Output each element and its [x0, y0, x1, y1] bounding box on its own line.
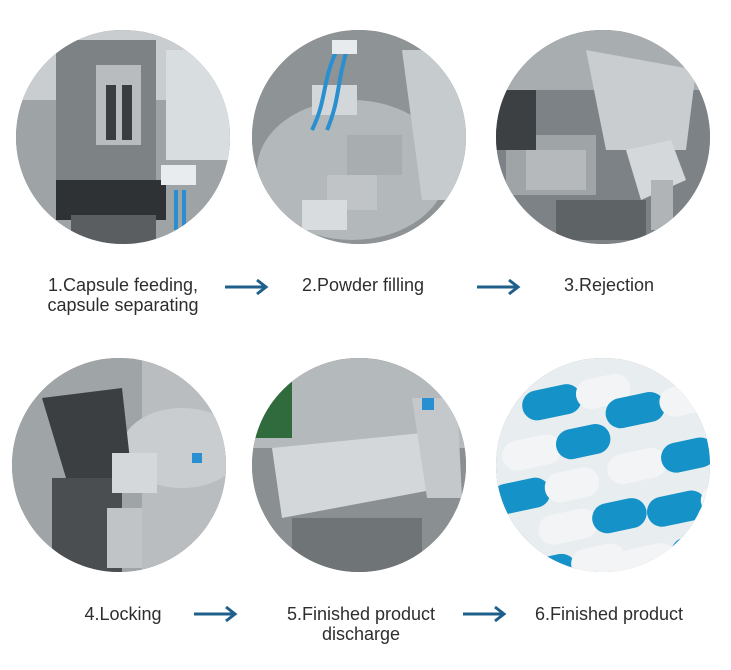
powder-filling-photo	[252, 30, 466, 244]
product-discharge-photo	[252, 358, 466, 572]
right-arrow-icon	[476, 278, 522, 296]
right-arrow-icon	[462, 605, 508, 623]
capsule-feeding-photo	[16, 30, 230, 244]
step-6-label: 6.Finished product	[504, 604, 714, 624]
step-6-label-line-1: 6.Finished product	[534, 604, 684, 624]
step-2-label: 2.Powder filling	[258, 275, 468, 295]
right-arrow-icon	[193, 605, 239, 623]
locking-photo	[12, 358, 226, 572]
step-5-label: 5.Finished product discharge	[256, 604, 466, 644]
step-4-label-line-1: 4.Locking	[84, 604, 162, 624]
step-1-label: 1.Capsule feeding, capsule separating	[18, 275, 228, 315]
step-1-label-line-1: 1.Capsule feeding,	[47, 275, 199, 295]
step-3-label-line-1: 3.Rejection	[563, 275, 655, 295]
step-2-label-line-1: 2.Powder filling	[301, 275, 425, 295]
finished-product-photo	[496, 358, 710, 572]
step-5-label-line-1: 5.Finished product	[286, 604, 436, 624]
step-5-label-line-2: discharge	[321, 624, 401, 644]
step-1-label-line-2: capsule separating	[47, 295, 199, 315]
step-4-label: 4.Locking	[18, 604, 228, 624]
step-3-label: 3.Rejection	[504, 275, 714, 295]
rejection-photo	[496, 30, 710, 244]
right-arrow-icon	[224, 278, 270, 296]
